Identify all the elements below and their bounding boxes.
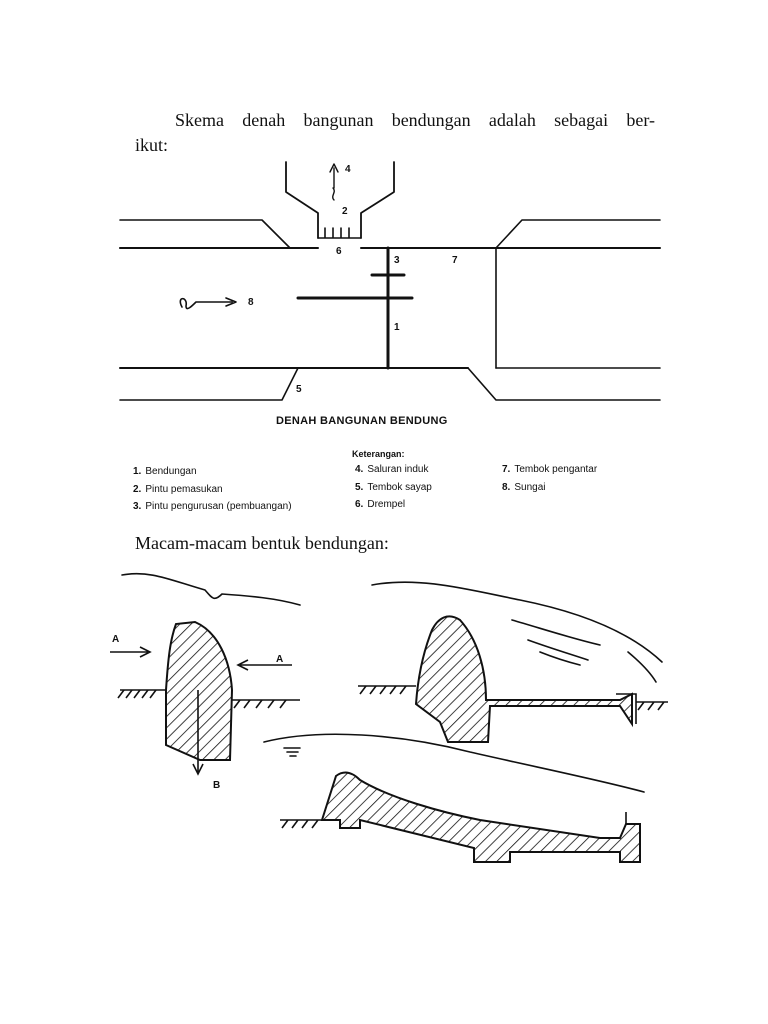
- form2-flow-lines: [511, 619, 657, 683]
- upper-bank-right-wing: [495, 219, 661, 249]
- form3-water-symbol: [283, 747, 301, 757]
- plan-label-4: 4: [345, 164, 351, 175]
- lower-bank-right: [467, 367, 661, 401]
- form2-ground-hatch-left: [359, 685, 407, 695]
- weir-forms-diagram: A A B: [110, 572, 668, 863]
- legend-item: 2.Pintu pemasukan: [133, 484, 223, 495]
- plan-label-1: 1: [394, 322, 400, 333]
- plan-title: DENAH BANGUNAN BENDUNG: [276, 415, 448, 427]
- form1-label-b: B: [213, 780, 220, 791]
- legend-item: 4.Saluran induk: [355, 464, 429, 475]
- form1-label-a-left: A: [112, 634, 119, 645]
- plan-label-8: 8: [248, 297, 254, 308]
- legend-item: 8.Sungai: [502, 482, 546, 493]
- plan-label-7: 7: [452, 255, 458, 266]
- plan-label-2: 2: [342, 206, 348, 217]
- form1-label-a-right: A: [276, 654, 283, 665]
- legend-item: 3.Pintu pengurusan (pembuangan): [133, 501, 292, 512]
- form2-weir-body: [414, 615, 633, 743]
- plan-label-5: 5: [296, 384, 302, 395]
- upper-bank-line: [119, 219, 291, 249]
- legend-title: Keterangan:: [352, 449, 405, 459]
- canal-wall-right: [360, 161, 395, 239]
- intro-paragraph: Skema denah bangunan bendungan adalah se…: [135, 108, 655, 158]
- river-flow-arrow: [179, 297, 237, 310]
- legend-item: 1.Bendungan: [133, 466, 197, 477]
- form2-ground-right: [636, 701, 668, 711]
- form1-ground-hatch: [117, 689, 287, 709]
- canal-flow-arrow: [329, 163, 339, 201]
- canal-wall-left: [285, 161, 319, 239]
- form1-section-arrow-right: [236, 659, 292, 671]
- lower-bank-left: [119, 367, 299, 401]
- form1-water-surface: [121, 572, 301, 606]
- form1-section-arrow-down: [192, 690, 204, 776]
- form3-water-surface: [263, 733, 645, 793]
- weir-plan-diagram: 4 2 6 3 7 8 1 5: [119, 161, 661, 401]
- intake-gate-bars: [317, 227, 362, 239]
- plan-label-6: 6: [336, 246, 342, 257]
- legend-item: 7.Tembok pengantar: [502, 464, 598, 475]
- forms-heading: Macam-macam bentuk bendungan:: [135, 533, 389, 553]
- form2-end-sill: [616, 693, 637, 724]
- form3-weir-body: [320, 771, 641, 863]
- plan-label-3: 3: [394, 255, 400, 266]
- form1-weir-body: [165, 620, 234, 761]
- legend-item: 6.Drempel: [355, 499, 406, 510]
- legend-item: 5.Tembok sayap: [355, 482, 432, 493]
- form2-water-surface: [371, 581, 663, 663]
- form3-end-sill: [625, 812, 641, 860]
- intro-line-1: Skema denah bangunan bendungan adalah se…: [175, 110, 655, 130]
- form3-ground-left: [280, 819, 322, 829]
- form1-section-arrow-left: [110, 646, 152, 658]
- intro-line-2: ikut:: [135, 135, 169, 155]
